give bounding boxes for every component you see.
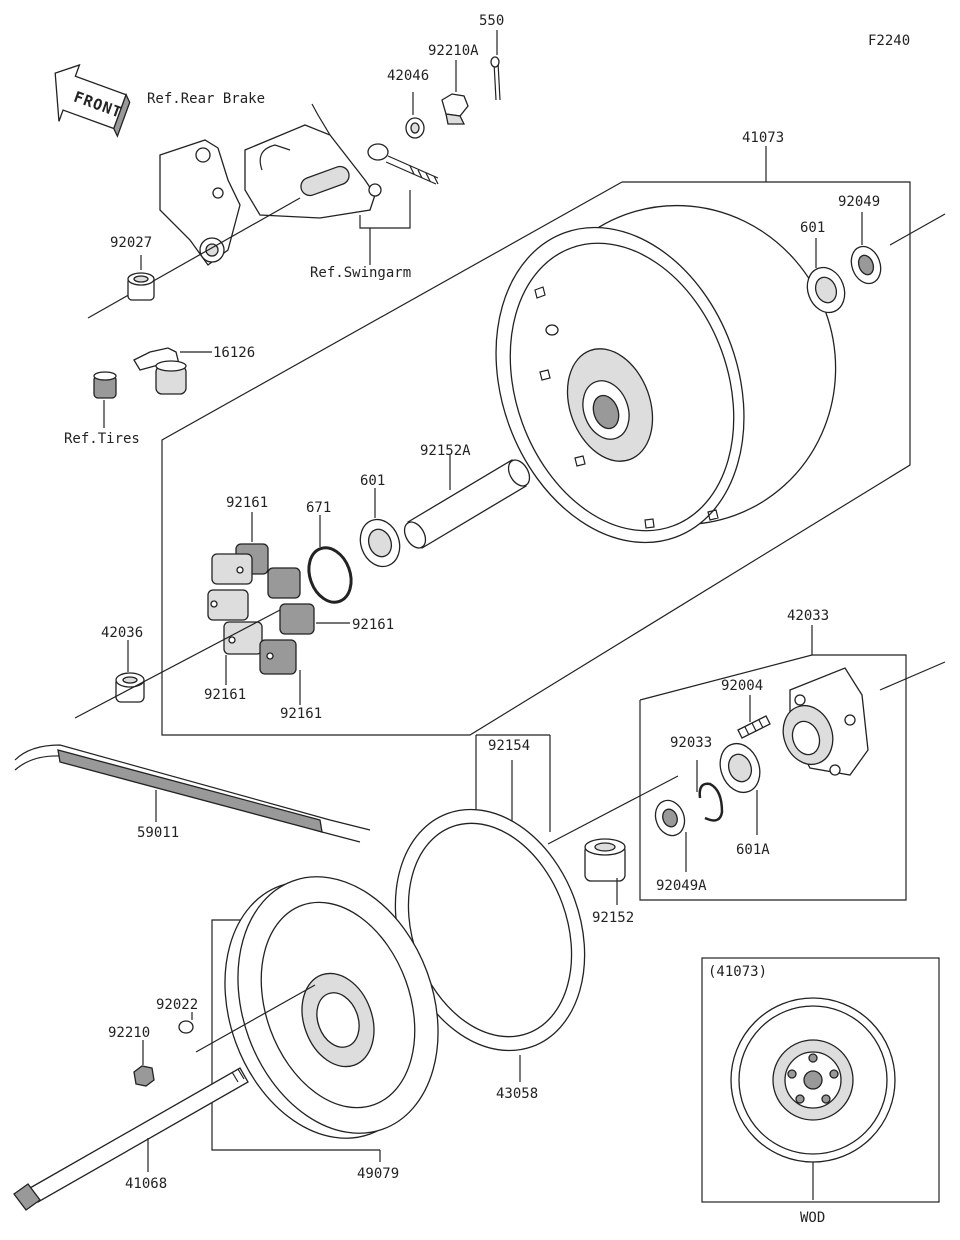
cotter-pin-550 (490, 56, 501, 101)
label-92161-c: 92161 (204, 687, 246, 703)
label-92152: 92152 (592, 910, 634, 926)
label-92027: 92027 (110, 235, 152, 251)
nut-92210 (133, 1065, 155, 1087)
label-671: 671 (306, 500, 331, 516)
castle-nut-92210A (441, 93, 469, 125)
label-92210A: 92210A (428, 43, 479, 59)
label-550: 550 (479, 13, 504, 29)
circlip-92033 (698, 782, 724, 822)
inset-caption: WOD (800, 1210, 825, 1226)
label-601A: 601A (736, 842, 770, 858)
label-92154: 92154 (488, 738, 530, 754)
axle-41068 (13, 1067, 249, 1211)
label-43058: 43058 (496, 1086, 538, 1102)
label-92152A: 92152A (420, 443, 471, 459)
label-16126: 16126 (213, 345, 255, 361)
washer-92022 (178, 1020, 194, 1034)
stud-92004 (737, 715, 771, 739)
collar-42036 (115, 672, 145, 703)
label-ref-rear-brake: Ref.Rear Brake (147, 91, 265, 107)
collar-92027 (127, 272, 155, 301)
label-41073: 41073 (742, 130, 784, 146)
label-601-mid: 601 (360, 473, 385, 489)
label-92049: 92049 (838, 194, 880, 210)
wheel-assembly-frame (161, 146, 911, 736)
label-92049A: 92049A (656, 878, 707, 894)
label-601-top: 601 (800, 220, 825, 236)
label-92210: 92210 (108, 1025, 150, 1041)
coupling-42033 (782, 667, 869, 776)
spacer-92152 (584, 838, 626, 882)
sprocket-49079 (224, 876, 439, 1139)
diagram-code: F2240 (868, 33, 910, 49)
bearing-601-top (806, 266, 846, 314)
rear-wheel-41073 (495, 204, 837, 544)
label-42033: 42033 (787, 608, 829, 624)
drive-belt-59011 (14, 744, 371, 843)
bearing-601A (719, 742, 761, 794)
o-ring-671 (307, 546, 353, 604)
bearing-601-mid (359, 518, 401, 568)
label-92161-d: 92161 (280, 706, 322, 722)
front-arrow-icon: FRONT (54, 63, 131, 138)
label-92004: 92004 (721, 678, 763, 694)
valve-cap (93, 371, 117, 399)
rear-brake-bracket (159, 103, 382, 266)
label-42046: 42046 (387, 68, 429, 84)
label-ref-swingarm: Ref.Swingarm (310, 265, 411, 281)
inset-panel: (41073) (701, 957, 940, 1203)
label-59011: 59011 (137, 825, 179, 841)
label-92161-a: 92161 (226, 495, 268, 511)
inset-title: (41073) (708, 964, 767, 980)
label-92161-b: 92161 (352, 617, 394, 633)
gasket-43058 (394, 808, 586, 1052)
seal-92049A (654, 799, 686, 837)
valve-16126 (133, 347, 187, 395)
adjuster-bolt (367, 143, 439, 185)
seal-92049 (850, 245, 882, 285)
label-92033: 92033 (670, 735, 712, 751)
part-labels: 550 92210A 42046 Ref.Rear Brake 41073 92… (64, 13, 880, 1192)
spacer-92152A (403, 459, 531, 549)
washer-42046 (405, 117, 425, 139)
label-ref-tires: Ref.Tires (64, 431, 140, 447)
label-42036: 42036 (101, 625, 143, 641)
label-41068: 41068 (125, 1176, 167, 1192)
damper-rubbers-92161 (207, 543, 315, 675)
label-92022: 92022 (156, 997, 198, 1013)
label-49079: 49079 (357, 1166, 399, 1182)
